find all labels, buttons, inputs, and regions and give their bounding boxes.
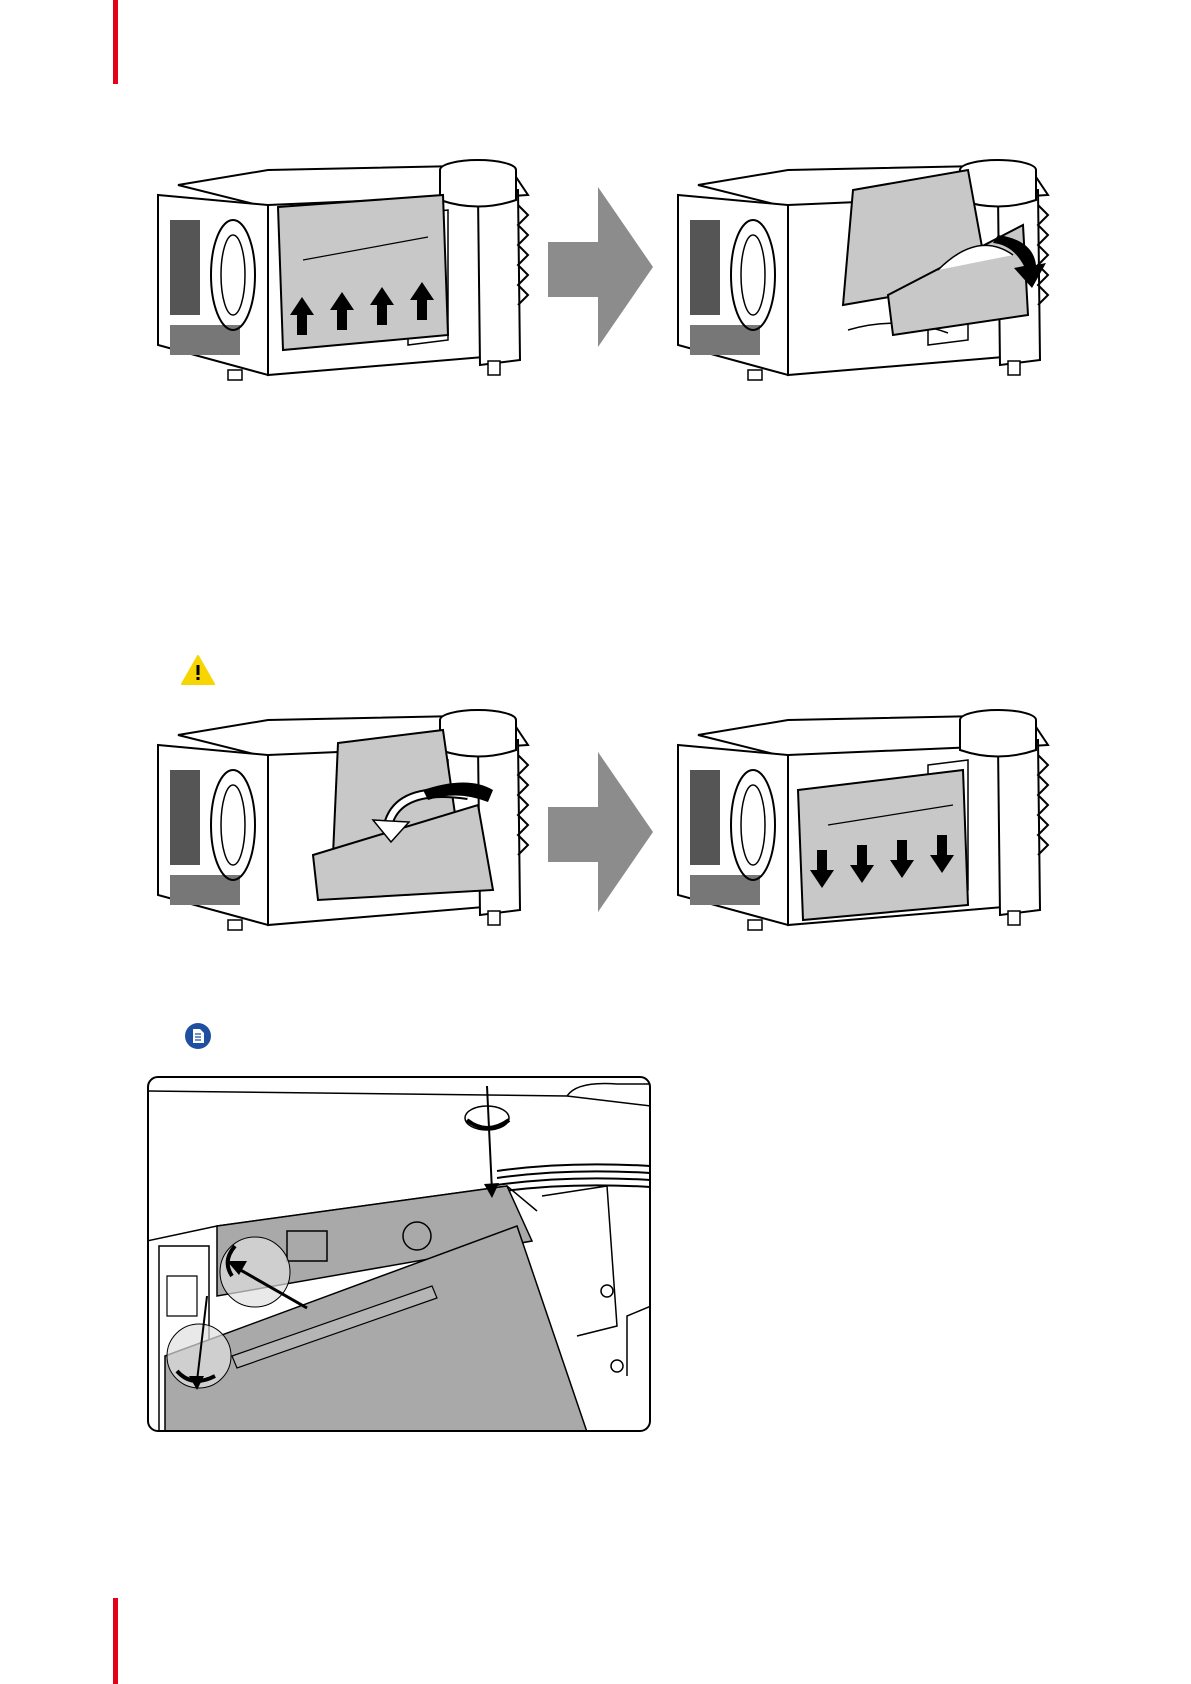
warning-triangle-icon [181, 655, 215, 685]
projector-cover-tilt-out-image [678, 160, 1048, 380]
page-accent-bar-top [113, 0, 118, 84]
step-arrow-1 [548, 187, 653, 347]
projector-cover-slide-down-image [678, 710, 1048, 930]
page-accent-bar-bottom [113, 1598, 118, 1684]
projector-cover-tilt-in-image [158, 710, 528, 930]
step-arrow-2 [548, 752, 653, 912]
projector-cover-slide-up-image [158, 160, 528, 380]
figure-cover-fixing-screws-detail [147, 1076, 651, 1432]
note-document-icon [184, 1022, 212, 1050]
figure-step-install-cover [148, 700, 1068, 965]
figure-step-remove-cover [148, 135, 1068, 400]
